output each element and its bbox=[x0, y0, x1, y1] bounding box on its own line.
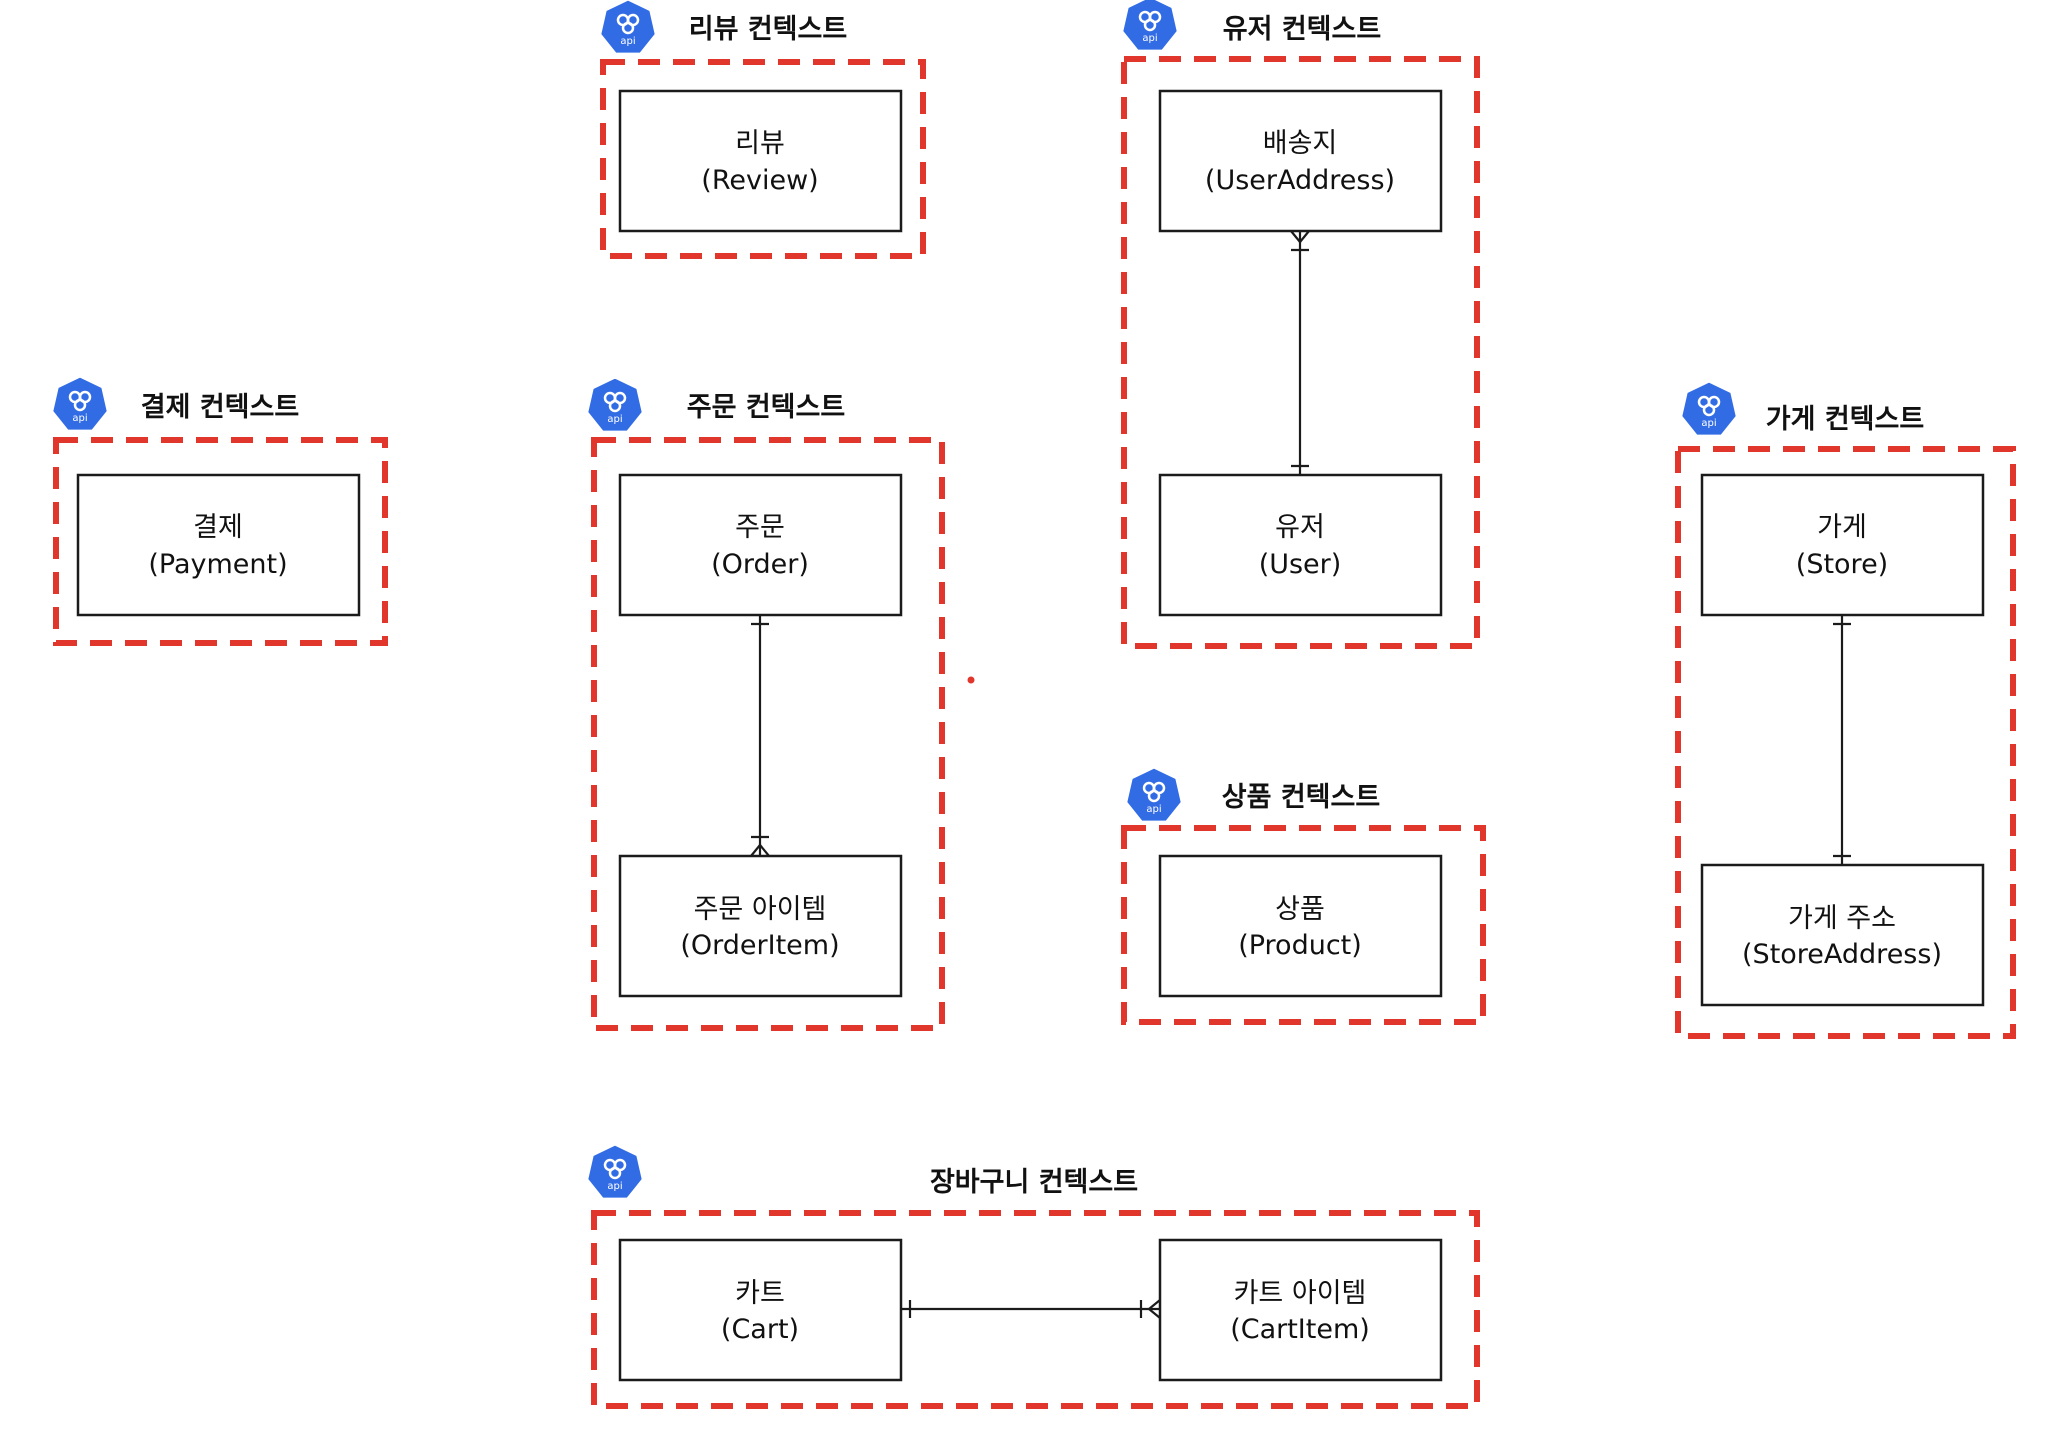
api-icon-label: api bbox=[1146, 804, 1161, 815]
context-title-review: 리뷰 컨텍스트 bbox=[689, 14, 847, 45]
context-title-store: 가게 컨텍스트 bbox=[1766, 404, 1924, 435]
api-icon: api bbox=[1679, 379, 1739, 438]
context-border-order bbox=[591, 437, 945, 1031]
context-border-payment bbox=[53, 437, 388, 646]
entity-payment[interactable]: 결제 (Payment) bbox=[76, 473, 361, 617]
context-cart: api 장바구니 컨텍스트 카트 (Cart) 카트 아이템 (CartItem… bbox=[585, 1142, 1480, 1409]
entity-store-address[interactable]: 가게 주소 (StoreAddress) bbox=[1700, 863, 1985, 1007]
context-store: api 가게 컨텍스트 가게 (Store) 가게 주소 (StoreAddre… bbox=[1675, 379, 2016, 1039]
entity-cart-item[interactable]: 카트 아이템 (CartItem) bbox=[1158, 1238, 1443, 1382]
api-icon-label: api bbox=[1142, 33, 1157, 44]
api-icon-label: api bbox=[1701, 418, 1716, 429]
context-title-order: 주문 컨텍스트 bbox=[687, 392, 845, 423]
context-title-cart: 장바구니 컨텍스트 bbox=[930, 1167, 1138, 1198]
api-icon: api bbox=[1120, 0, 1180, 53]
entity-name-ko: 결제 bbox=[193, 512, 243, 543]
context-review: api 리뷰 컨텍스트 리뷰 (Review) bbox=[598, 0, 926, 259]
entity-order-item[interactable]: 주문 아이템 (OrderItem) bbox=[618, 854, 903, 998]
api-icon-label: api bbox=[607, 1181, 622, 1192]
entity-name-en: (OrderItem) bbox=[680, 930, 839, 961]
entity-name-ko: 가게 주소 bbox=[1788, 903, 1896, 934]
entity-name-en: (Order) bbox=[711, 549, 809, 580]
api-icon-label: api bbox=[607, 414, 622, 425]
entity-store[interactable]: 가게 (Store) bbox=[1700, 473, 1985, 617]
api-icon: api bbox=[50, 374, 110, 433]
context-border-user bbox=[1121, 56, 1480, 649]
entity-name-en: (CartItem) bbox=[1230, 1314, 1370, 1345]
entity-product[interactable]: 상품 (Product) bbox=[1158, 854, 1443, 998]
entity-user-address[interactable]: 배송지 (UserAddress) bbox=[1158, 89, 1443, 233]
stray-dot bbox=[967, 676, 975, 684]
context-order: api 주문 컨텍스트 주문 (Order) 주문 아이템 (OrderItem… bbox=[585, 375, 945, 1031]
entity-review[interactable]: 리뷰 (Review) bbox=[618, 89, 903, 233]
entity-name-ko: 유저 bbox=[1275, 512, 1325, 543]
api-icon: api bbox=[585, 375, 645, 434]
context-title-product: 상품 컨텍스트 bbox=[1222, 782, 1380, 813]
context-border-store bbox=[1675, 446, 2016, 1039]
entity-name-ko: 카트 bbox=[735, 1278, 785, 1309]
context-title-user: 유저 컨텍스트 bbox=[1223, 14, 1381, 45]
entity-user[interactable]: 유저 (User) bbox=[1158, 473, 1443, 617]
relationship-cart-cartitem bbox=[901, 1299, 1161, 1319]
api-icon: api bbox=[1124, 765, 1184, 824]
entity-name-ko: 주문 bbox=[735, 512, 785, 543]
context-title-payment: 결제 컨텍스트 bbox=[141, 392, 299, 423]
entity-name-ko: 주문 아이템 bbox=[694, 894, 827, 925]
context-border-cart bbox=[591, 1210, 1480, 1409]
entity-name-ko: 카트 아이템 bbox=[1234, 1278, 1367, 1309]
api-icon-label: api bbox=[72, 413, 87, 424]
entity-name-en: (Payment) bbox=[148, 549, 287, 580]
context-border-review bbox=[600, 59, 926, 259]
entity-cart[interactable]: 카트 (Cart) bbox=[618, 1238, 903, 1382]
entity-name-ko: 배송지 bbox=[1263, 128, 1338, 159]
relationship-user-useraddress bbox=[1290, 230, 1310, 475]
api-icon-label: api bbox=[620, 36, 635, 47]
relationship-store-storeaddress bbox=[1833, 615, 1851, 865]
entity-name-en: (UserAddress) bbox=[1205, 165, 1395, 196]
context-border-product bbox=[1121, 825, 1486, 1025]
relationship-order-orderitem bbox=[750, 615, 770, 857]
entity-name-en: (User) bbox=[1259, 549, 1342, 580]
context-product: api 상품 컨텍스트 상품 (Product) bbox=[1121, 765, 1486, 1025]
entity-name-en: (Review) bbox=[701, 165, 818, 196]
entity-name-en: (Cart) bbox=[721, 1314, 799, 1345]
entity-name-en: (Product) bbox=[1238, 930, 1362, 961]
entity-name-en: (Store) bbox=[1796, 549, 1888, 580]
entity-order[interactable]: 주문 (Order) bbox=[618, 473, 903, 617]
entity-name-ko: 상품 bbox=[1275, 894, 1325, 925]
entity-name-en: (StoreAddress) bbox=[1742, 939, 1942, 970]
context-user: api 유저 컨텍스트 배송지 (UserAddress) 유저 (User) bbox=[1120, 0, 1480, 649]
entity-name-ko: 리뷰 bbox=[735, 128, 785, 159]
entity-name-ko: 가게 bbox=[1817, 512, 1867, 543]
api-icon: api bbox=[598, 0, 658, 56]
context-payment: api 결제 컨텍스트 결제 (Payment) bbox=[50, 374, 388, 646]
api-icon: api bbox=[585, 1142, 645, 1201]
